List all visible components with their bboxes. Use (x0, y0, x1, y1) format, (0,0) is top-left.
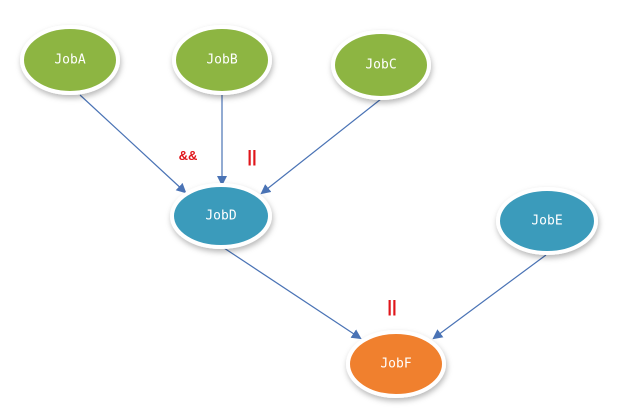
node-jobd[interactable]: JobD (170, 183, 272, 249)
node-jobb-label: JobB (206, 53, 237, 68)
node-jobe-shape (496, 187, 598, 255)
node-joba-shape (20, 25, 120, 95)
node-jobd-label: JobD (205, 209, 236, 224)
node-jobc[interactable]: JobC (331, 30, 431, 100)
node-jobe[interactable]: JobE (496, 187, 598, 255)
edge-jobe-to-jobf (432, 254, 547, 340)
edge-jobc-to-jobd (260, 98, 382, 195)
edges (79, 92, 547, 340)
node-jobf-label: JobF (380, 357, 411, 372)
and-operator-label: && (179, 148, 198, 163)
node-jobc-label: JobC (365, 58, 396, 73)
node-joba-label: JobA (54, 53, 85, 68)
node-jobd-shape (170, 183, 272, 249)
node-joba[interactable]: JobA (20, 25, 120, 95)
node-jobf[interactable]: JobF (346, 330, 446, 398)
node-jobc-shape (331, 30, 431, 100)
or-operator-label: || (247, 147, 257, 166)
node-jobf-shape (346, 330, 446, 398)
edge-jobd-to-jobf (223, 247, 362, 340)
node-jobb-shape (172, 25, 272, 95)
node-jobe-label: JobE (531, 214, 562, 229)
node-jobb[interactable]: JobB (172, 25, 272, 95)
or-operator-label-jobf: || (387, 297, 397, 316)
edge-joba-to-jobd (79, 94, 187, 194)
